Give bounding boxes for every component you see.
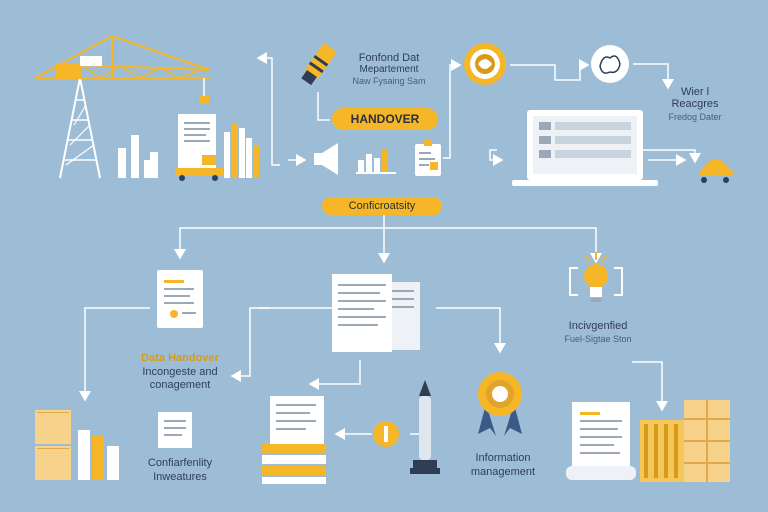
- data-handover-line-2: Incongeste and: [142, 366, 218, 378]
- laptop-icon: [512, 110, 658, 186]
- bar-blocks-icon: [118, 135, 158, 178]
- middle-connectors: [174, 227, 602, 264]
- pen-icon: [410, 380, 440, 474]
- megaphone-icon: [314, 143, 338, 175]
- middle-right-title: Incivgenfied: [568, 320, 628, 332]
- frontend-subtitle-1: Mepartement: [359, 64, 419, 75]
- top-connectors: [256, 52, 701, 228]
- brain-seal-icon: [464, 43, 506, 85]
- data-handover-line-3: conagement: [149, 379, 211, 391]
- brain-icon: [591, 45, 629, 83]
- crane-cab: [55, 66, 81, 78]
- document-cart-icon: [175, 114, 223, 181]
- frontend-subtitle-2: Naw Fysaing Sam: [352, 76, 426, 86]
- bar-column-icon: [78, 430, 119, 480]
- confidentiality-subtitle: Inweatures: [153, 471, 207, 483]
- scroll-document-icon: [566, 402, 636, 480]
- report-document-icon: [157, 270, 203, 328]
- binders-icon: [224, 124, 259, 178]
- middle-right-subtitle: Fuel-Sigtae Ston: [564, 334, 632, 344]
- right-subtitle: Fredog Dater: [668, 112, 722, 122]
- right-title-2: Reacgres: [671, 98, 719, 110]
- right-title-1: Wier l: [680, 86, 710, 98]
- shield-document-icon: [158, 412, 192, 448]
- data-handover-title: Data Handover: [141, 352, 219, 364]
- lower-connectors: [79, 307, 668, 440]
- info-coin-icon: [373, 421, 399, 447]
- frontend-title: Fonfond Dat: [358, 52, 420, 64]
- handover-pill: HANDOVER: [332, 108, 438, 130]
- box-stack-icon: [35, 410, 71, 480]
- info-management-subtitle: management: [470, 466, 536, 478]
- paper-stack-icon: [332, 274, 420, 352]
- crane-block: [80, 56, 102, 66]
- crate-stack-icon: [640, 400, 730, 482]
- info-management-title: Information: [475, 452, 531, 464]
- usb-drive-icon: [301, 43, 336, 86]
- lightbulb-icon: [569, 252, 623, 302]
- conformity-pill: Conficroatsity: [322, 197, 442, 215]
- bar-chart-icon: [356, 150, 396, 174]
- clipboard-icon: [415, 140, 441, 176]
- confidentiality-title: Confiarfenlity: [147, 457, 213, 469]
- award-medal-icon: [478, 372, 522, 436]
- book-stack-icon: [262, 396, 326, 484]
- hard-hat-icon: [699, 159, 733, 183]
